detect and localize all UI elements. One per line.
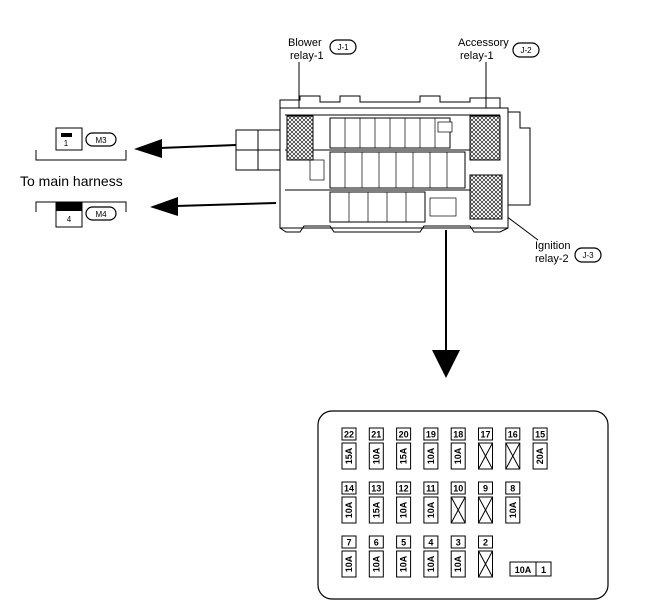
fuse-rating: 10A	[426, 501, 436, 518]
fuse-20: 20 15A	[396, 427, 412, 470]
fuse-5: 5 10A	[396, 535, 412, 578]
fuse-3: 3 10A	[450, 535, 466, 578]
fuse-22: 22 15A	[341, 427, 357, 470]
blower-relay-line2: relay-1	[290, 50, 324, 62]
fuse-13: 13 15A	[368, 481, 384, 524]
connector-m4: 4 M4	[35, 201, 127, 228]
fuse-1-rating: 10A	[515, 565, 532, 575]
fuse-number: 2	[483, 538, 488, 548]
fuse-number: 6	[374, 538, 379, 548]
fuse-rating: 15A	[371, 501, 381, 518]
relay-blocks	[286, 115, 503, 220]
fuse-number: 19	[426, 430, 436, 440]
fuse-11: 11 10A	[423, 481, 439, 524]
fuse-rating: 10A	[344, 501, 354, 518]
fuse-rating: 10A	[508, 501, 518, 518]
fuse-15: 15 20A	[532, 427, 548, 470]
ignition-relay-callout: Ignition relay-2 J-3	[497, 209, 602, 265]
fuse-number: 13	[371, 484, 381, 494]
ignition-relay-line2: relay-2	[535, 253, 569, 265]
blower-relay-line1: Blower	[288, 37, 322, 49]
blower-relay-tag: J-1	[337, 43, 349, 52]
fuse-number: 20	[399, 430, 409, 440]
fuse-1: 10A 1	[509, 561, 552, 577]
fuse-17: 17	[478, 427, 493, 470]
ignition-relay-line1: Ignition	[535, 240, 570, 252]
accessory-relay-line1: Accessory	[458, 37, 509, 49]
fuse-number: 5	[401, 538, 406, 548]
fuse-number: 15	[535, 430, 545, 440]
fuse-rating: 10A	[426, 447, 436, 464]
fuse-rating: 10A	[371, 447, 381, 464]
fuse-number: 8	[510, 484, 515, 494]
fuse-rating: 10A	[426, 555, 436, 572]
fuse-rating: 10A	[399, 555, 409, 572]
fuse-6: 6 10A	[368, 535, 384, 578]
fuse-rating: 15A	[344, 447, 354, 464]
connector-m3-num: 1	[64, 139, 69, 148]
fuse-number: 3	[456, 538, 461, 548]
fuse-number: 4	[428, 538, 433, 548]
fuse-1-number: 1	[541, 565, 546, 575]
fuse-16: 16	[505, 427, 521, 470]
fuse-14: 14 10A	[341, 481, 357, 524]
fuse-9: 9	[478, 481, 493, 524]
fuse-rating: 20A	[535, 447, 545, 464]
fuse-rating: 15A	[399, 447, 409, 464]
fuse-number: 9	[483, 484, 488, 494]
fuse-number: 21	[371, 430, 381, 440]
fuse-12: 12 10A	[396, 481, 412, 524]
accessory-relay-callout: Accessory relay-1 J-2	[458, 37, 540, 115]
fuse-10: 10	[450, 481, 466, 524]
fuse-rating: 10A	[453, 447, 463, 464]
connector-m4-tag: M4	[95, 210, 107, 219]
ignition-relay-tag: J-3	[582, 251, 594, 260]
accessory-relay-line2: relay-1	[460, 50, 494, 62]
fuse-number: 10	[453, 484, 463, 494]
fuse-2: 2	[478, 535, 493, 578]
fuse-4: 4 10A	[423, 535, 439, 578]
arrow-down	[432, 230, 460, 378]
blower-relay-callout: Blower relay-1 J-1	[288, 37, 357, 115]
fuse-7: 7 10A	[341, 535, 357, 578]
fuse-number: 12	[399, 484, 409, 494]
connector-m3: 1 M3	[35, 127, 127, 161]
arrow-to-m4	[150, 197, 277, 216]
fuse-18: 18 10A	[450, 427, 466, 470]
fuse-number: 16	[508, 430, 518, 440]
arrow-to-m3	[134, 139, 237, 158]
fuse-number: 18	[453, 430, 463, 440]
fuse-rating: 10A	[453, 555, 463, 572]
fuse-rating: 10A	[344, 555, 354, 572]
fuse-number: 7	[346, 538, 351, 548]
fuse-21: 21 10A	[368, 427, 384, 470]
fuse-rating: 10A	[371, 555, 381, 572]
fuse-number: 11	[426, 484, 436, 494]
fuse-rating: 10A	[399, 501, 409, 518]
connector-m3-tag: M3	[95, 136, 107, 145]
fuse-number: 17	[480, 430, 490, 440]
fuse-number: 22	[344, 430, 354, 440]
fuse-19: 19 10A	[423, 427, 439, 470]
connector-m4-num: 4	[67, 215, 72, 224]
fuse-number: 14	[344, 484, 354, 494]
accessory-relay-tag: J-2	[520, 46, 532, 55]
harness-label: To main harness	[20, 173, 123, 189]
fuse-8: 8 10A	[505, 481, 521, 524]
